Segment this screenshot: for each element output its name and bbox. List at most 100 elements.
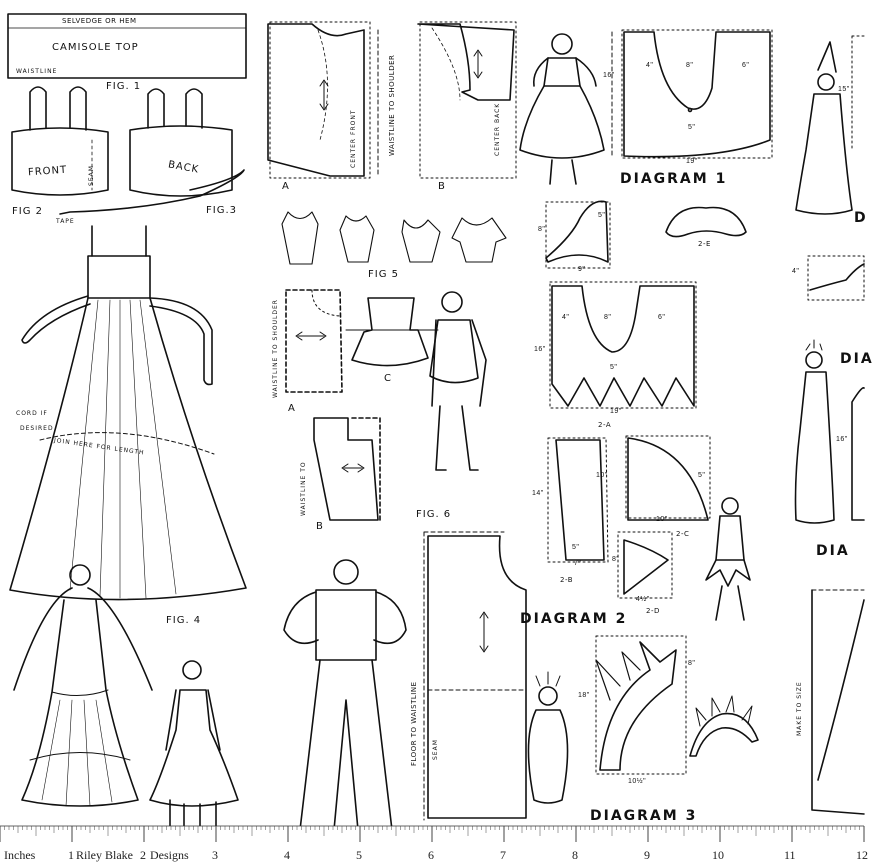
fig4-girl	[149, 660, 239, 831]
ruler-number: 10	[712, 848, 724, 862]
measure-4-diag1: 4"	[646, 62, 654, 69]
floor-to-waist-pattern	[423, 531, 527, 821]
label-b1: B	[438, 181, 446, 192]
label-b2: B	[316, 521, 324, 532]
label-tape: TAPE	[56, 218, 75, 225]
label-floor-to-waist: FLOOR TO WAISTLINE	[410, 681, 418, 766]
fig6-girl	[429, 291, 487, 471]
label-2a: 2-a	[598, 421, 612, 429]
fig1-rectangle	[7, 13, 247, 79]
label-selvedge: SELVEDGE OR HEM	[62, 17, 137, 25]
measure-16-right: 16"	[836, 436, 848, 443]
ruler-number: 1	[68, 848, 74, 862]
ruler-number: 12	[856, 848, 868, 862]
label-waistline: WAISTLINE	[16, 68, 58, 75]
measure-8-2d: 8"	[612, 556, 620, 563]
ruler-inches-label: Inches	[4, 848, 36, 862]
measure-4-right: 4"	[792, 268, 800, 275]
diagram2a-collar	[549, 281, 697, 409]
label-fig5: FIG 5	[368, 269, 399, 280]
label-edge-dia: DIA	[840, 351, 874, 367]
label-2b: 2-b	[560, 576, 574, 584]
collar-small-2a	[545, 200, 611, 269]
diagram1-lady	[519, 33, 605, 185]
fig3-back-top	[59, 88, 245, 215]
measure-10-2c: 10"	[656, 516, 668, 523]
diagram2c-piece	[625, 435, 711, 521]
label-desired: DESIRED	[20, 425, 54, 432]
ruler-number: 2	[140, 848, 146, 862]
label-fig6: FIG. 6	[416, 509, 452, 520]
measure-16-diag2a: 16"	[534, 346, 546, 353]
measure-19-diag2a: 19"	[610, 408, 622, 415]
measure-5-diag2a: 5"	[610, 364, 618, 371]
collar-2e	[665, 206, 747, 238]
label-edge-dia-2: DIA	[816, 543, 850, 559]
fig5-bodices	[281, 211, 507, 265]
measure-19-diag1: 19"	[686, 158, 698, 165]
diagram1-collar	[611, 29, 773, 159]
right-piece-4	[811, 589, 865, 815]
diagram2b-piece	[547, 437, 609, 563]
man-figure	[283, 559, 407, 831]
measure-16-diag1: 16"	[603, 72, 615, 79]
pattern-piece-b2	[313, 417, 381, 521]
label-fig2: FIG 2	[12, 206, 43, 217]
label-diagram2: DIAGRAM 2	[520, 611, 628, 627]
measure-10half: 10½"	[628, 778, 647, 785]
ruler-ticks	[0, 826, 865, 842]
label-diagram1: DIAGRAM 1	[620, 171, 728, 187]
measure-8-diag2a: 8"	[604, 314, 612, 321]
fig4-dress	[9, 225, 247, 601]
measure-5-2b: 5"	[572, 544, 580, 551]
measure-8-small: 8"	[538, 226, 546, 233]
ruler-number: 6	[428, 848, 434, 862]
ruler-number: 8	[572, 848, 578, 862]
right-piece-1	[851, 35, 865, 151]
measure-4-diag2a: 4"	[562, 314, 570, 321]
label-center-back: CENTER BACK	[494, 102, 501, 156]
diagram2d-piece	[617, 531, 673, 599]
label-edge-d: D	[854, 210, 868, 226]
label-2e: 2-e	[698, 240, 711, 248]
label-waist-to-shoulder: WAISTLINE TO SHOULDER	[388, 54, 396, 156]
measure-5-2c: 5"	[698, 472, 706, 479]
measure-18: 18"	[578, 692, 590, 699]
bodice-pattern-b	[417, 21, 517, 179]
bodice-pattern-a	[267, 21, 379, 179]
label-cord: CORD IF	[16, 410, 48, 417]
measure-6-diag1: 6"	[742, 62, 750, 69]
label-make-to-size: MAKE TO SIZE	[796, 681, 803, 736]
empress-figure	[794, 339, 835, 524]
label-fig1: FIG. 1	[106, 81, 142, 92]
measure-4half: 4½"	[636, 596, 650, 603]
measure-9: 9"	[578, 266, 586, 273]
measure-10-2b: 10"	[596, 472, 608, 479]
measure-8-diag1: 8"	[686, 62, 694, 69]
ruler-brand-2: Designs	[150, 848, 189, 862]
label-waistline-to: WAISTLINE TO	[300, 461, 307, 516]
ruler-number: 4	[284, 848, 290, 862]
measure-8-diag3: 8"	[688, 660, 696, 667]
label-c: C	[384, 373, 392, 384]
label-seam: SEAM	[88, 165, 95, 186]
ruler-number: 9	[644, 848, 650, 862]
ruler-number: 11	[784, 848, 796, 862]
label-a1: A	[282, 181, 290, 192]
measure-14: 14"	[532, 490, 544, 497]
ruler-number: 3	[212, 848, 218, 862]
diagram3-crown	[595, 635, 759, 775]
right-piece-2	[807, 255, 865, 301]
fig6-apron	[345, 297, 439, 367]
label-diagram3: DIAGRAM 3	[590, 808, 698, 824]
label-fig4: FIG. 4	[166, 615, 202, 626]
pattern-piece-a2	[285, 289, 343, 393]
label-center-front: CENTER FRONT	[350, 109, 357, 169]
peter-pan-figure	[705, 497, 751, 621]
ruler-number: 7	[500, 848, 506, 862]
label-camisole: CAMISOLE TOP	[52, 42, 139, 53]
label-2d: 2-d	[646, 607, 660, 615]
liberty-figure	[527, 671, 569, 804]
fig2-front-top	[11, 86, 109, 196]
